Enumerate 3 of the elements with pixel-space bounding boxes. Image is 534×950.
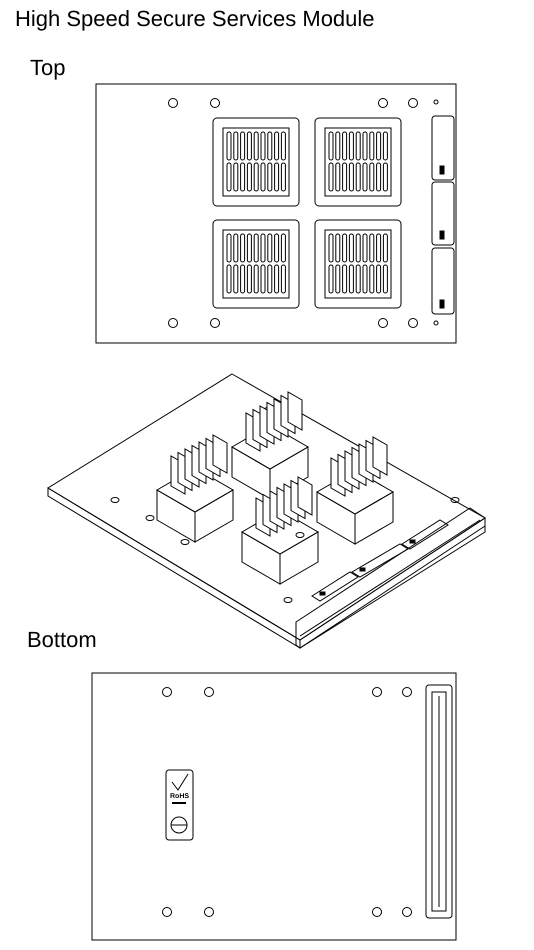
diagram-title: High Speed Secure Services Module	[15, 6, 375, 32]
view-heading: Bottom	[27, 627, 97, 653]
view-heading: Top	[30, 55, 66, 81]
